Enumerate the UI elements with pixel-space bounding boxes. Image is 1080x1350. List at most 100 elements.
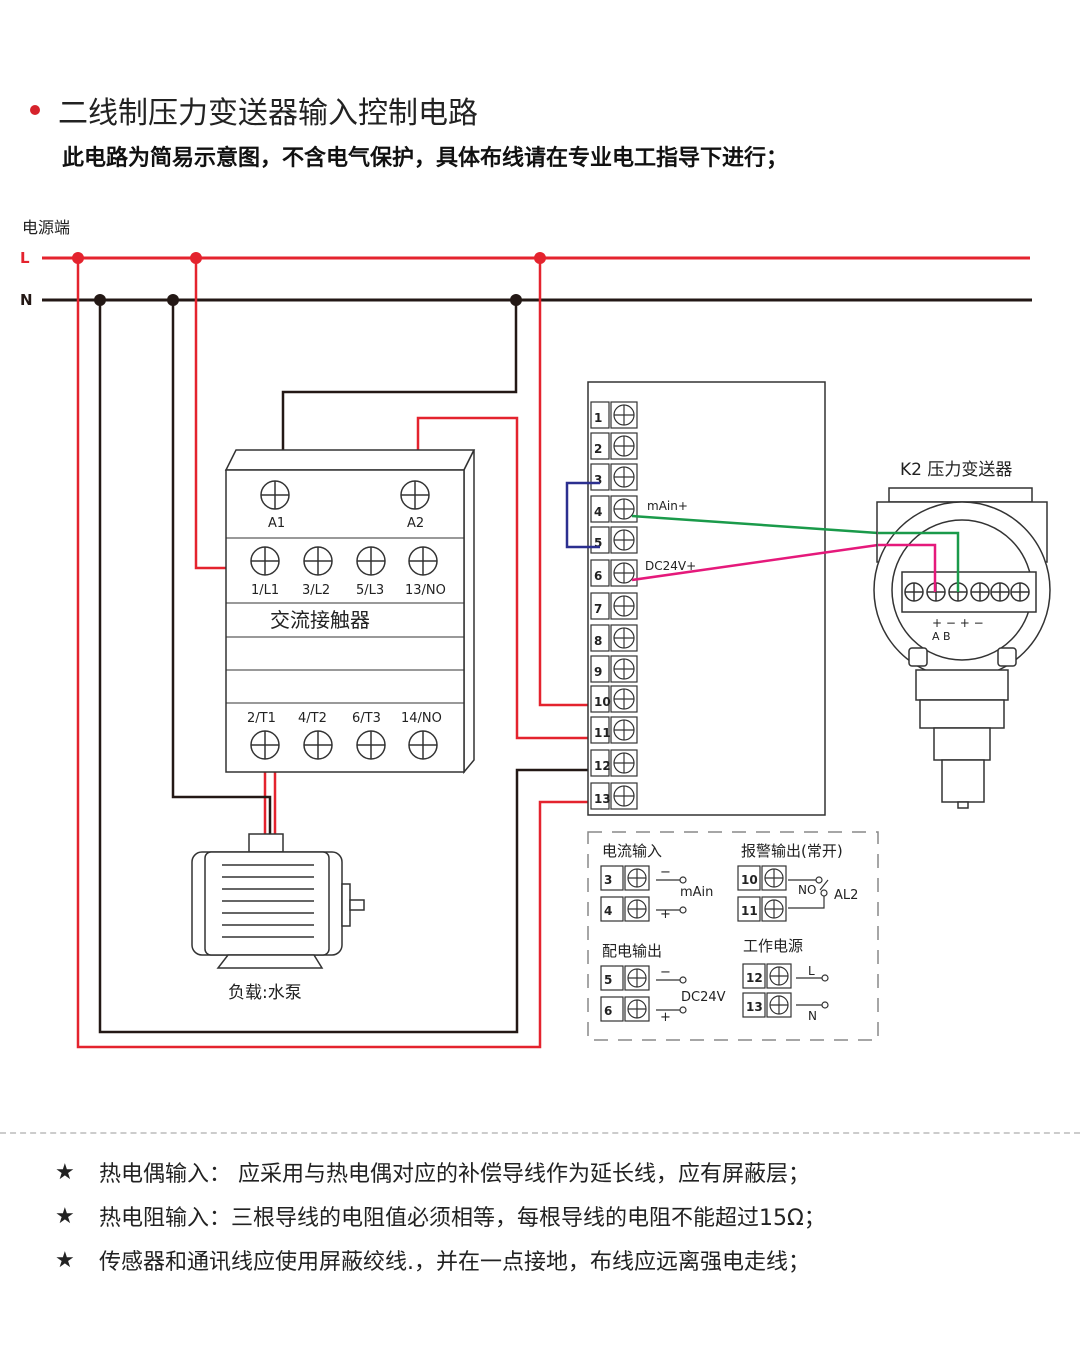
terminal-number: 11 (594, 726, 611, 740)
note-text: 热电阻输入：三根导线的电阻值必须相等，每根导线的电阻不能超过15Ω； (99, 1206, 826, 1231)
note-text: 传感器和通讯线应使用屏蔽绞线.，并在一点接地，布线应远离强电走线； (99, 1250, 810, 1275)
terminal-number: 12 (594, 759, 611, 773)
terminal-block: 10 (737, 865, 787, 891)
terminal-number: 2 (594, 442, 602, 456)
star-icon: ★ (55, 1203, 75, 1229)
legend-box (587, 831, 879, 1041)
terminal-block: 12 (590, 749, 638, 777)
terminal-block: 11 (590, 716, 638, 744)
terminal-number: 6 (594, 569, 602, 583)
note-item: ★ 传感器和通讯线应使用屏蔽绞线.，并在一点接地，布线应远离强电走线； (55, 1238, 826, 1282)
line-l-label: L (20, 249, 30, 267)
notes-list: ★ 热电偶输入： 应采用与热电偶对应的补偿导线作为延长线，应有屏蔽层； ★ 热电… (55, 1150, 826, 1282)
terminal-number: 5 (604, 973, 612, 987)
terminal-block: 3 (590, 463, 638, 491)
terminal-block: 6 (600, 996, 650, 1022)
terminal-block: 12 (742, 963, 792, 989)
jumper-wire (565, 481, 600, 549)
contactor-name: 交流接触器 (270, 608, 370, 632)
legend-alarm-no: NO (798, 883, 816, 897)
line-n-label: N (20, 291, 33, 309)
screw-icon (408, 730, 438, 760)
note-text: 热电偶输入： 应采用与热电偶对应的补偿导线作为延长线，应有屏蔽层； (99, 1162, 810, 1187)
transmitter (873, 487, 1051, 809)
green-signal-wire (631, 514, 879, 535)
screw-icon (356, 546, 386, 576)
terminal-number: 11 (741, 904, 758, 918)
transmitter-pink-link (878, 543, 937, 592)
bullet-dot (30, 105, 40, 115)
label-main: mAin+ (647, 499, 688, 513)
divider (0, 1132, 1080, 1134)
legend-power-sign1: − (660, 965, 671, 980)
screw-icon (250, 546, 280, 576)
junction-dots (72, 252, 546, 306)
terminal-block: 11 (737, 896, 787, 922)
terminal-block: 4 (600, 896, 650, 922)
transmitter-screws (904, 582, 1030, 602)
screw-icon (408, 546, 438, 576)
star-icon: ★ (55, 1159, 75, 1185)
contactor-bottom-3: 6/T3 (352, 711, 381, 726)
screw-icon (400, 480, 430, 510)
terminal-block: 5 (600, 965, 650, 991)
contactor-a2: A2 (407, 516, 424, 531)
black-wires (98, 300, 590, 1034)
contactor-top-1: 1/L1 (251, 583, 279, 598)
terminal-block: 8 (590, 624, 638, 652)
screw-icon (356, 730, 386, 760)
terminal-block: 2 (590, 432, 638, 460)
terminal-number: 7 (594, 602, 602, 616)
terminal-block: 7 (590, 592, 638, 620)
transmitter-label: K2 压力变送器 (900, 460, 1012, 480)
legend-current-title: 电流输入 (602, 842, 662, 860)
terminal-block: 1 (590, 401, 638, 429)
terminal-number: 3 (594, 473, 602, 487)
terminal-block: 9 (590, 655, 638, 683)
contactor-top-4: 13/NO (405, 583, 446, 598)
screw-icon (990, 582, 1010, 602)
magenta-power-wire (631, 543, 879, 582)
note-item: ★ 热电偶输入： 应采用与热电偶对应的补偿导线作为延长线，应有屏蔽层； (55, 1150, 826, 1194)
screw-icon (303, 730, 333, 760)
page-subtitle: 此电路为简易示意图，不含电气保护，具体布线请在专业电工指导下进行； (62, 146, 789, 171)
terminal-number: 6 (604, 1004, 612, 1018)
terminal-number: 5 (594, 536, 602, 550)
screw-icon (904, 582, 924, 602)
load-label: 负载:水泵 (228, 983, 302, 1003)
screw-icon (303, 546, 333, 576)
terminal-number: 4 (604, 904, 612, 918)
contactor-screws (250, 480, 438, 760)
terminal-number: 10 (594, 695, 611, 709)
transmitter-pin-letters: A B (932, 630, 951, 643)
legend-current-sign2: + (660, 907, 671, 922)
contactor-bottom-1: 2/T1 (247, 711, 276, 726)
contactor-top-2: 3/L2 (302, 583, 330, 598)
terminal-block: 10 (590, 685, 638, 713)
terminal-block: 13 (590, 782, 638, 810)
transmitter-green-link (878, 531, 960, 592)
terminal-block: 6 (590, 559, 638, 587)
label-dc24v: DC24V+ (645, 559, 696, 573)
terminal-number: 10 (741, 873, 758, 887)
star-icon: ★ (55, 1247, 75, 1273)
legend-alarm-title: 报警输出(常开) (741, 842, 843, 860)
terminal-number: 8 (594, 634, 602, 648)
screw-icon (260, 480, 290, 510)
contactor: A1 A2 1/L1 3/L2 5/L3 13/NO 交流接触器 2/T1 4/… (224, 449, 476, 775)
terminal-number: 13 (594, 792, 611, 806)
contactor-bottom-2: 4/T2 (298, 711, 327, 726)
legend-alarm-label: AL2 (834, 888, 858, 903)
legend-work-l: L (808, 964, 815, 978)
screw-icon (1010, 582, 1030, 602)
contactor-top-3: 5/L3 (356, 583, 384, 598)
power-label: 电源端 (22, 218, 70, 237)
legend-current-sign1: − (660, 865, 671, 880)
legend-power-title: 配电输出 (602, 942, 662, 960)
terminal-block: 3 (600, 865, 650, 891)
legend-wires (656, 876, 829, 1014)
terminal-number: 3 (604, 873, 612, 887)
legend-work-n: N (808, 1009, 817, 1023)
terminal-block: 5 (590, 526, 638, 554)
